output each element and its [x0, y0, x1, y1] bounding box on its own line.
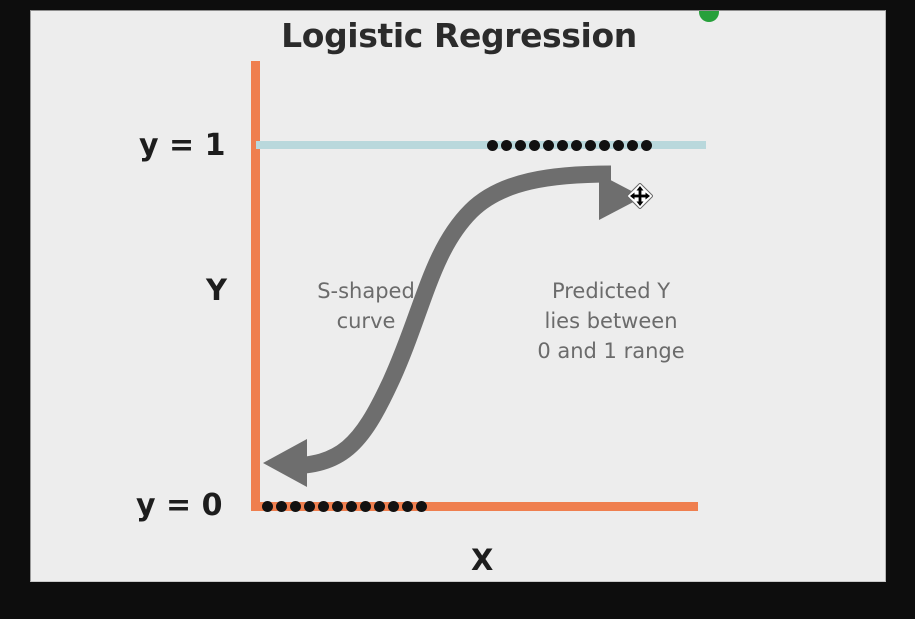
data-point: [402, 500, 413, 512]
x-axis-title: X: [471, 543, 494, 577]
data-point: [262, 500, 273, 512]
data-point: [599, 139, 610, 151]
data-point: [627, 139, 638, 151]
data-point: [332, 500, 343, 512]
data-point: [388, 500, 399, 512]
data-point: [487, 139, 498, 151]
data-point: [304, 500, 315, 512]
data-point: [346, 500, 357, 512]
data-point: [276, 500, 287, 512]
data-point: [543, 139, 554, 151]
data-point: [290, 500, 301, 512]
data-point: [360, 500, 371, 512]
y-axis-tick-label-zero: y = 0: [136, 488, 223, 523]
data-point: [374, 500, 385, 512]
x-axis-line: [251, 502, 698, 511]
data-point: [416, 500, 427, 512]
annotation-predicted-range: Predicted Y lies between 0 and 1 range: [537, 279, 685, 364]
presentation-slide: Logistic Regression y = 1 y = 0 Y X S-sh…: [30, 10, 886, 582]
y-axis-title: Y: [206, 273, 227, 307]
data-point: [318, 500, 329, 512]
arrowhead-left-icon: [263, 439, 307, 487]
page-title: Logistic Regression: [281, 16, 637, 55]
data-point: [515, 139, 526, 151]
data-point: [641, 139, 652, 151]
annotation-s-shaped-curve: S-shaped curve: [317, 279, 415, 334]
threshold-line-y1: [256, 141, 706, 149]
y-axis-line: [251, 61, 260, 511]
green-circle-decoration: [699, 11, 719, 22]
data-point: [571, 139, 582, 151]
data-point: [585, 139, 596, 151]
y-axis-tick-label-one: y = 1: [139, 128, 226, 163]
data-point: [613, 139, 624, 151]
data-point: [529, 139, 540, 151]
move-cursor-icon[interactable]: [627, 183, 653, 209]
data-point: [557, 139, 568, 151]
data-points-class-one: [487, 139, 655, 151]
data-points-class-zero: [262, 500, 430, 512]
data-point: [501, 139, 512, 151]
